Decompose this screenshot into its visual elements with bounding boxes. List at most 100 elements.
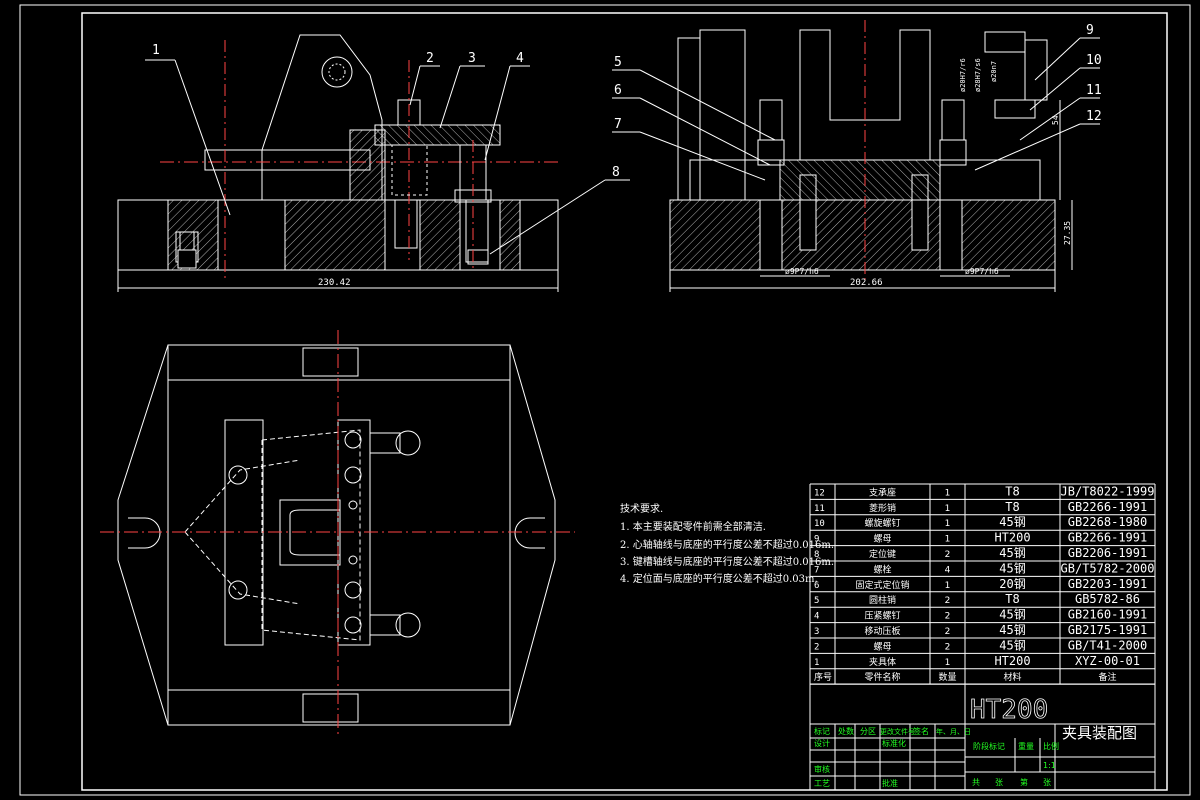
- bom-cell: GB5782-86: [1075, 592, 1140, 606]
- bom-header-cell: 序号: [814, 671, 832, 683]
- drawing-title: 夹具装配图: [1062, 724, 1137, 742]
- title-block-text: 标记 处数 分区 更改文件号 签名 年、月、日 设计 标准化 审核 工艺 批准 …: [814, 726, 1059, 788]
- bom-cell: 45钢: [999, 638, 1025, 652]
- tb-weight: 重量: [1018, 741, 1034, 751]
- callout-9: 9: [1086, 23, 1094, 38]
- vfit-1: ø20H7/r6: [959, 58, 967, 92]
- bom-cell: 螺母: [873, 534, 891, 545]
- tb-sign: 签名: [913, 726, 929, 736]
- bom-cell: 2: [945, 627, 951, 637]
- note-1: 1. 本主要装配零件前需全部清洁.: [620, 520, 766, 533]
- bom-cell: 1: [945, 535, 951, 545]
- bom-cell: GB2175-1991: [1068, 623, 1147, 637]
- callout-6: 6: [614, 83, 622, 98]
- bom-cell: T8: [1005, 592, 1019, 606]
- bom-header-cell: 数量: [938, 671, 956, 683]
- bom-cell: 移动压板: [864, 625, 900, 637]
- bom-table: [809, 483, 1156, 685]
- tb-ratio: 比例: [1043, 741, 1059, 751]
- tb-scale: 1:1: [1043, 761, 1056, 770]
- height-dim-27: 27.35: [1063, 221, 1072, 245]
- tb-standard: 标准化: [882, 738, 906, 748]
- bom-cell: GB2268-1980: [1068, 515, 1147, 529]
- callout-8: 8: [612, 165, 620, 180]
- tb-approve: 批准: [882, 778, 898, 788]
- bom-cell: 定位键: [869, 548, 896, 560]
- bom-cell: 1: [945, 519, 951, 529]
- bom-cell: 2: [814, 642, 819, 652]
- bom-cell: 1: [945, 658, 951, 668]
- bom-cell: GB2266-1991: [1068, 531, 1147, 545]
- side-width-dim: 202.66: [850, 278, 883, 288]
- front-view-labels: 1 2 3 4 8 230.42: [152, 43, 620, 288]
- tb-sheet-4: 张: [1043, 778, 1051, 787]
- bom-cell: 45钢: [999, 561, 1025, 575]
- bom-cell: 11: [814, 504, 825, 514]
- callout-7: 7: [614, 117, 622, 132]
- bom-cell: GB2203-1991: [1068, 577, 1147, 591]
- callout-11: 11: [1086, 83, 1102, 98]
- bom-cell: 20钢: [999, 577, 1025, 591]
- bom-cell: HT200: [994, 654, 1030, 668]
- note-3: 3. 键槽轴线与底座的平行度公差不超过0.016m.: [620, 555, 834, 568]
- bom-cell: 螺旋螺钉: [864, 517, 900, 529]
- bom-cell: 1: [945, 504, 951, 514]
- bom-cell: 2: [945, 550, 951, 560]
- bom-cell: T8: [1005, 500, 1019, 514]
- front-view: [117, 34, 630, 292]
- bom-cell: 压紧螺钉: [864, 611, 900, 622]
- tb-count: 处数: [838, 726, 854, 736]
- bom-cell: 2: [945, 612, 951, 622]
- bom-cell: 1: [945, 488, 951, 498]
- bom-cell: 12: [814, 488, 825, 498]
- callout-10: 10: [1086, 53, 1102, 68]
- tb-date: 年、月、日: [936, 727, 971, 736]
- fit-right: ø9P7/h6: [965, 267, 999, 276]
- bom-cell: 菱形销: [869, 502, 896, 514]
- bom-cell: 4: [945, 565, 951, 575]
- technical-notes: 技术要求. 1. 本主要装配零件前需全部清洁. 2. 心轴轴线与底座的平行度公差…: [620, 502, 834, 585]
- note-4: 4. 定位面与底座的平行度公差不超过0.03m.: [620, 572, 818, 585]
- bom-cell: 10: [814, 519, 825, 529]
- bom-cell: 45钢: [999, 608, 1025, 622]
- height-dim-54: 54: [1051, 115, 1060, 125]
- bom-cell: 8: [814, 550, 819, 560]
- bom-cell: GB2160-1991: [1068, 608, 1147, 622]
- tb-sheet-2: 张: [995, 778, 1003, 787]
- bom-header-cell: 材料: [1003, 671, 1021, 683]
- callout-1: 1: [152, 43, 160, 58]
- bom-header-cell: 零件名称: [864, 671, 900, 683]
- callout-3: 3: [468, 51, 476, 66]
- bom-cell: GB2206-1991: [1068, 546, 1147, 560]
- vfit-2: ø28H7/s6: [974, 58, 982, 92]
- top-view: [100, 330, 575, 735]
- tb-sheet-1: 共: [972, 778, 980, 787]
- bom-cell: 螺母: [873, 641, 891, 652]
- bom-cell: 支承座: [869, 486, 896, 498]
- callout-2: 2: [426, 51, 434, 66]
- bom-cell: 9: [814, 535, 819, 545]
- bom-cell: HT200: [994, 531, 1030, 545]
- material-large: HT200: [970, 695, 1048, 725]
- note-2: 2. 心轴轴线与底座的平行度公差不超过0.016m.: [620, 538, 834, 551]
- bom-cell: GB2266-1991: [1068, 500, 1147, 514]
- bom-cell: 5: [814, 596, 819, 606]
- notes-heading: 技术要求.: [620, 502, 663, 515]
- tb-stage: 阶段标记: [973, 741, 1005, 751]
- bom-cell: 夹具体: [869, 656, 896, 668]
- bom-cell: T8: [1005, 484, 1019, 498]
- front-width-dim: 230.42: [318, 278, 351, 288]
- bom-cell: GB/T41-2000: [1068, 638, 1147, 652]
- callout-4: 4: [516, 51, 524, 66]
- bom-cell: 1: [814, 658, 819, 668]
- tb-design: 设计: [814, 738, 830, 748]
- outer-border: [19, 4, 1191, 796]
- tb-sheet-3: 第: [1020, 777, 1028, 787]
- bom-cell: 3: [814, 627, 819, 637]
- bom-cell: 45钢: [999, 515, 1025, 529]
- bom-header-cell: 备注: [1098, 671, 1116, 683]
- fit-left: ø9P7/h6: [785, 267, 819, 276]
- bom-cell: 圆柱销: [869, 594, 896, 606]
